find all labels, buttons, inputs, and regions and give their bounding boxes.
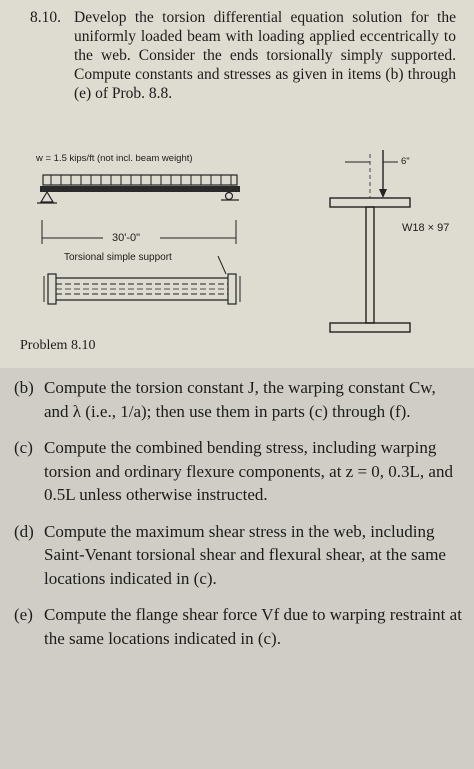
item-b: (b) Compute the torsion constant J, the … bbox=[14, 376, 462, 423]
item-text: Compute the combined bending stress, inc… bbox=[44, 438, 453, 504]
w-section-web bbox=[365, 206, 375, 324]
problem-text: Develop the torsion differential equatio… bbox=[74, 9, 456, 102]
beam bbox=[40, 186, 240, 192]
item-c: (c) Compute the combined bending stress,… bbox=[14, 436, 462, 507]
left-support bbox=[39, 190, 55, 203]
span-label: 30'-0" bbox=[112, 232, 141, 244]
section-label: W18 × 97 bbox=[402, 222, 450, 234]
item-text: Compute the maximum shear stress in the … bbox=[44, 521, 446, 588]
item-label: (b) bbox=[14, 378, 34, 397]
item-label: (e) bbox=[14, 605, 33, 624]
item-e: (e) Compute the flange shear force Vf du… bbox=[14, 603, 462, 650]
item-list: (b) Compute the torsion constant J, the … bbox=[14, 376, 462, 663]
item-text: Compute the flange shear force Vf due to… bbox=[44, 605, 462, 648]
item-label: (d) bbox=[14, 521, 34, 541]
w-section-bottom-flange bbox=[329, 322, 411, 333]
item-text: Compute the torsion constant J, the warp… bbox=[44, 378, 436, 421]
right-support bbox=[224, 191, 234, 201]
problem-figure: w = 1.5 kips/ft (not incl. beam weight) … bbox=[0, 140, 474, 360]
item-label: (c) bbox=[14, 438, 33, 457]
item-d: (d) Compute the maximum shear stress in … bbox=[14, 520, 462, 591]
support-label: Torsional simple support bbox=[64, 252, 172, 263]
figure-caption: Problem 8.10 bbox=[20, 338, 96, 353]
beam-diagram bbox=[37, 150, 411, 333]
plan-right-end bbox=[227, 273, 237, 305]
distributed-load bbox=[42, 174, 238, 186]
problem-number: 8.10. bbox=[30, 9, 61, 26]
items-area bbox=[0, 368, 474, 769]
load-label: w = 1.5 kips/ft (not incl. beam weight) bbox=[36, 153, 193, 164]
eccentricity-label: 6" bbox=[401, 156, 410, 167]
load-arrows bbox=[50, 175, 232, 185]
support-leader bbox=[217, 255, 227, 275]
plan-left-end bbox=[47, 273, 57, 305]
w-section-top-flange bbox=[329, 197, 411, 208]
